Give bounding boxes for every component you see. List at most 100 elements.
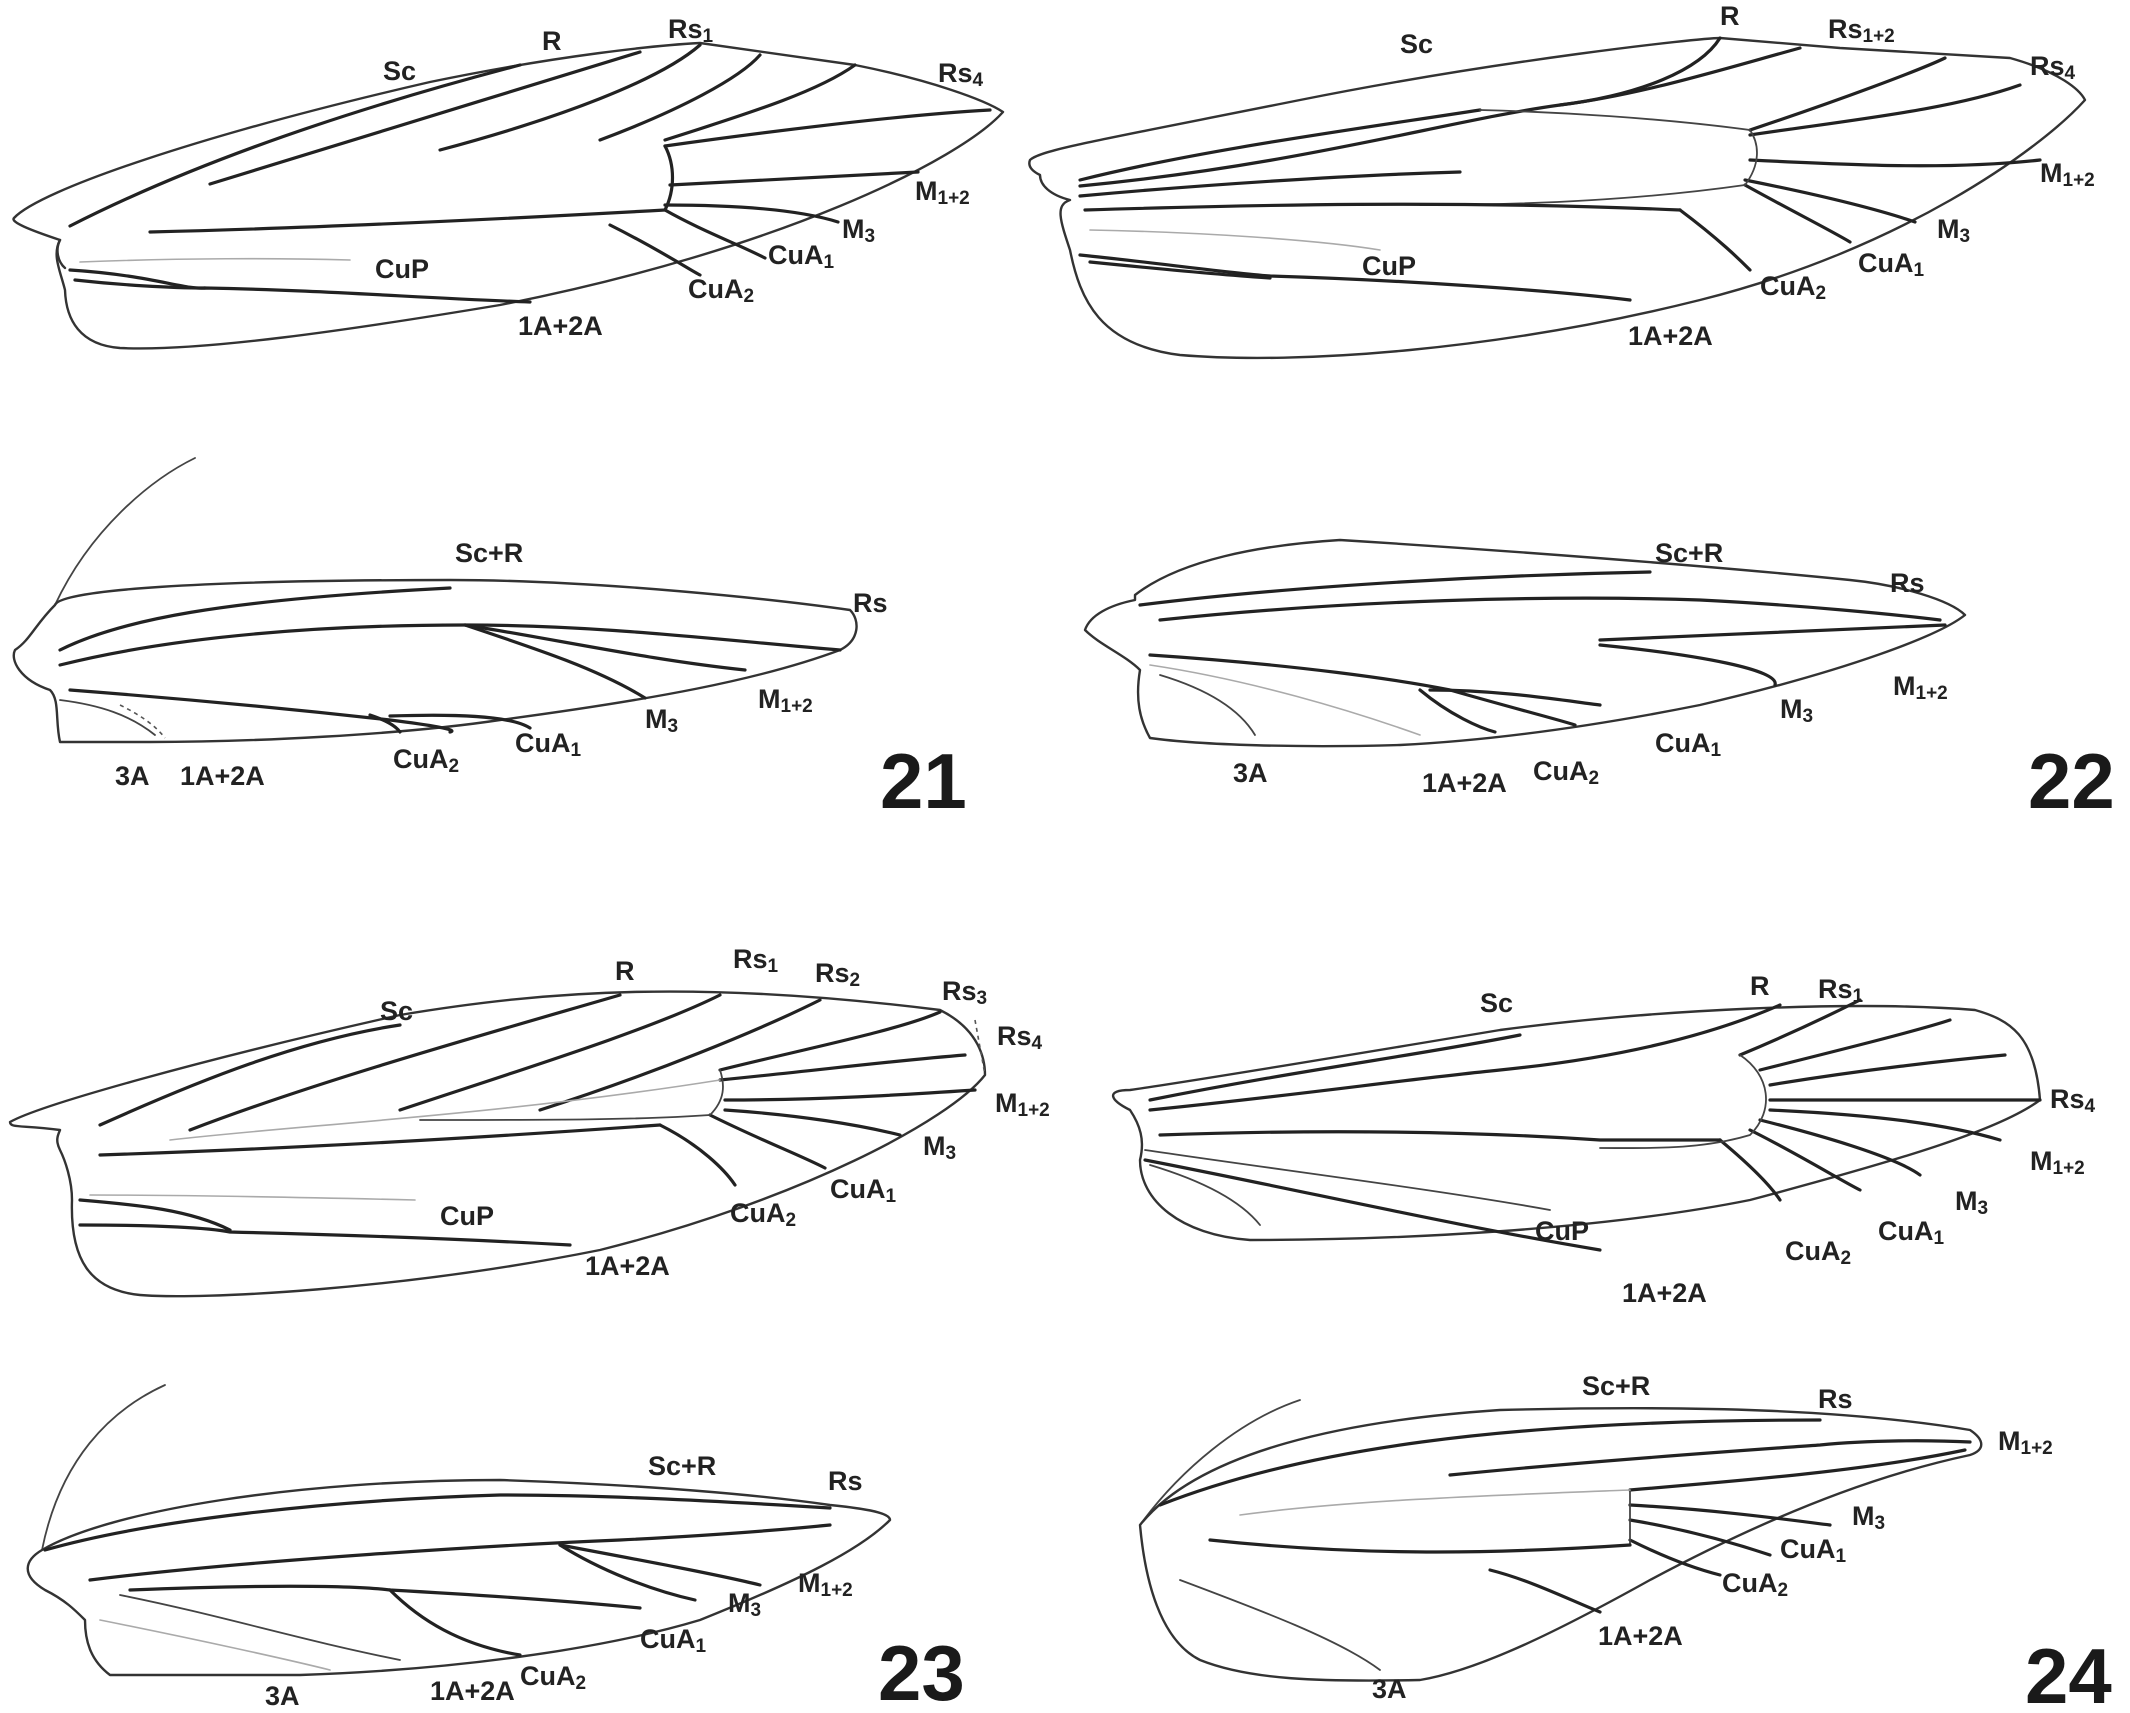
fig22-vein-3a-h bbox=[1159, 674, 1256, 736]
fig21-hindwing bbox=[12, 457, 858, 744]
fig24-hindwing bbox=[1138, 1399, 1983, 1682]
fig21-vein-cua2-h bbox=[368, 713, 402, 734]
label-1a2a: 1A+2A bbox=[585, 1251, 670, 1281]
fig23-vein-m12 bbox=[723, 1088, 977, 1102]
label-cua2: CuA2 bbox=[730, 1198, 796, 1231]
fig22-forewing bbox=[1028, 36, 2087, 360]
fig23-vein-cu bbox=[98, 1123, 662, 1157]
label-r: R bbox=[1720, 1, 1740, 31]
fig23-vein-cua1 bbox=[708, 1113, 827, 1170]
fig22-vein-r-h bbox=[1158, 596, 1942, 622]
fig23-vein-rs4 bbox=[718, 1053, 967, 1082]
fig21-vein-rs3 bbox=[663, 63, 857, 142]
fig22-forewing-outline bbox=[1028, 36, 2087, 360]
fig23-hindwing-outline bbox=[26, 1478, 892, 1677]
label-cua1: CuA1 bbox=[640, 1624, 707, 1657]
fig23-vein-3a bbox=[78, 1198, 232, 1232]
label-rs: Rs bbox=[853, 588, 888, 618]
fig21-vein-cua1 bbox=[663, 208, 767, 260]
fig21-vein-scr bbox=[58, 586, 452, 652]
fig21-vein-cup bbox=[79, 257, 351, 263]
fig24-cell bbox=[1599, 1054, 1767, 1149]
label-1a2a: 1A+2A bbox=[1598, 1621, 1683, 1651]
fig24-vein-cua2 bbox=[1718, 1138, 1782, 1202]
fig21-vein-1a2a-h bbox=[119, 704, 166, 739]
label-cua1: CuA1 bbox=[1858, 248, 1925, 281]
label-1a2a: 1A+2A bbox=[1628, 321, 1713, 351]
fig24-vein-rs2 bbox=[1758, 1018, 1952, 1072]
label-m3: M3 bbox=[842, 214, 875, 247]
fig22-vein-sc bbox=[1078, 108, 1482, 182]
label-sc: Sc bbox=[1480, 988, 1513, 1018]
fig24-vein-cup bbox=[1144, 1149, 1551, 1211]
label-cua2: CuA2 bbox=[688, 274, 754, 307]
label-rs4: Rs4 bbox=[2050, 1084, 2096, 1117]
label-cup: CuP bbox=[375, 254, 429, 284]
label-m3: M3 bbox=[645, 704, 678, 737]
label-3a: 3A bbox=[265, 1681, 300, 1711]
fig21-vein-rs1 bbox=[438, 43, 702, 152]
fig21-vein-m3-h bbox=[463, 623, 647, 700]
label-m3: M3 bbox=[1955, 1186, 1988, 1219]
fig21-vein-3a bbox=[73, 278, 207, 290]
label-cua1: CuA1 bbox=[830, 1174, 897, 1207]
fig23-vein-m bbox=[169, 1079, 721, 1141]
fig21-forewing-labels: Sc R Rs1 Rs4 M1+2 M3 CuA1 CuA2 CuP 1A+2A bbox=[375, 14, 984, 341]
fig21-vein-rs-h bbox=[58, 623, 842, 667]
fig22-cell bbox=[1419, 109, 1758, 206]
fig22-vein-r bbox=[1078, 36, 1722, 188]
fig24-vein-rs1 bbox=[1738, 998, 1862, 1057]
label-1a2a: 1A+2A bbox=[180, 761, 265, 791]
label-r: R bbox=[542, 26, 562, 56]
label-cup: CuP bbox=[440, 1201, 494, 1231]
fig23-vein-rs3 bbox=[718, 1010, 942, 1072]
fig23-vein-cua2-h bbox=[388, 1588, 522, 1657]
fig24-vein-rs3 bbox=[1768, 1053, 2007, 1087]
fig21-hindwing-frenulum bbox=[54, 457, 196, 606]
fig22-vein-rs-h bbox=[1598, 623, 1947, 642]
label-cua2: CuA2 bbox=[1760, 271, 1826, 304]
fig21-vein-cua1-h bbox=[388, 713, 532, 730]
fig24-vein-r bbox=[1148, 1003, 1782, 1112]
label-sc: Sc bbox=[380, 996, 413, 1026]
label-r: R bbox=[1750, 971, 1770, 1001]
fig24-hindwing-outline bbox=[1138, 1406, 1983, 1682]
fig24-vein-3a bbox=[1149, 1164, 1261, 1226]
fig21-vein-rs4 bbox=[663, 108, 992, 148]
fig24-vein-m3-h bbox=[1628, 1503, 1832, 1527]
fig24-vein-m bbox=[1158, 1130, 1722, 1142]
fig22-vein-rs4 bbox=[1748, 83, 2022, 137]
label-rs: Rs bbox=[828, 1466, 863, 1496]
fig21-vein-3a-h bbox=[59, 699, 156, 736]
label-rs1: Rs1 bbox=[1818, 974, 1864, 1007]
fig23-fringe-edge bbox=[974, 1019, 986, 1076]
label-1a2a: 1A+2A bbox=[518, 311, 603, 341]
fig24-forewing bbox=[1111, 998, 2042, 1252]
fig22-hindwing-outline bbox=[1083, 538, 1967, 748]
label-cup: CuP bbox=[1535, 1216, 1589, 1246]
label-m3: M3 bbox=[728, 1588, 761, 1621]
label-rs1: Rs1 bbox=[733, 944, 779, 977]
fig24-vein-m12 bbox=[1768, 1108, 2002, 1142]
fig21-vein-m3 bbox=[663, 203, 840, 224]
label-m12: M1+2 bbox=[2030, 1146, 2085, 1179]
fig21-vein-sc bbox=[68, 63, 522, 228]
fig24-vein-3a-h bbox=[1179, 1579, 1381, 1671]
label-cua2: CuA2 bbox=[1785, 1236, 1851, 1269]
fig24-vein-scr-h bbox=[1158, 1418, 1822, 1507]
fig22-vein-cua2-h bbox=[1418, 688, 1497, 734]
fig23-cell bbox=[419, 1069, 724, 1121]
fig22-vein-cu bbox=[1083, 202, 1682, 212]
label-3a: 3A bbox=[1372, 1674, 1407, 1704]
fig23-vein-rs2 bbox=[538, 998, 822, 1112]
label-3a: 3A bbox=[1233, 758, 1268, 788]
label-m12: M1+2 bbox=[758, 684, 813, 717]
fig23-hindwing-frenulum bbox=[41, 1384, 166, 1551]
label-cua2: CuA2 bbox=[1722, 1568, 1788, 1601]
fig23-vein-m12-h bbox=[558, 1543, 762, 1587]
label-m12: M1+2 bbox=[1893, 671, 1948, 704]
fig24-hindwing-frenulum bbox=[1139, 1399, 1301, 1526]
fig23-forewing-labels: Sc R Rs1 Rs2 Rs3 Rs4 M1+2 M3 CuA1 CuA2 C… bbox=[380, 944, 1050, 1281]
fig24-vein-cu-h bbox=[1208, 1538, 1632, 1554]
label-m12: M1+2 bbox=[995, 1088, 1050, 1121]
